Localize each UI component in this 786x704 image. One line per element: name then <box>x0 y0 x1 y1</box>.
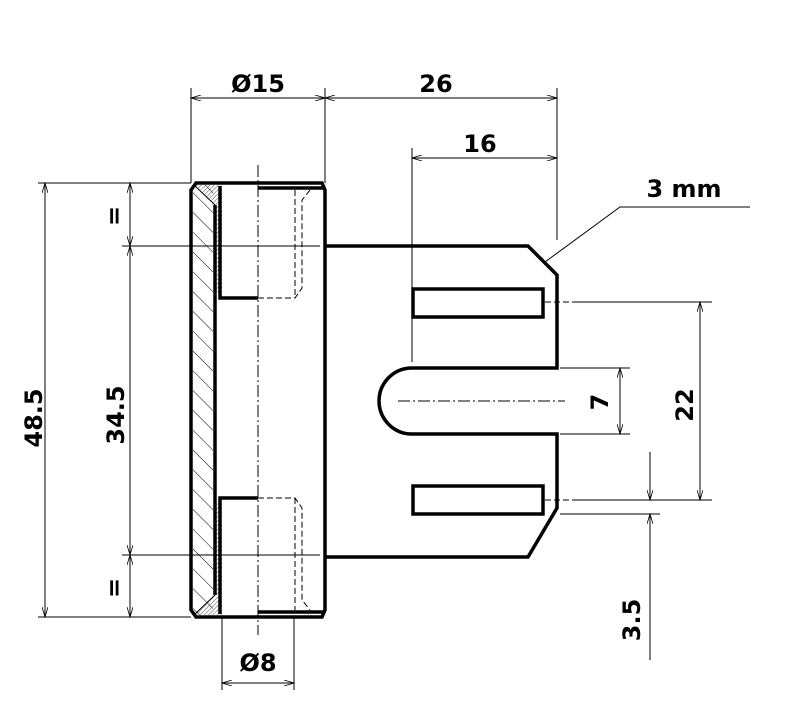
dim-total-height: 48.5 <box>20 388 48 447</box>
dim-inner-height: 34.5 <box>102 385 130 444</box>
dim-slot-width: 7 <box>586 394 614 411</box>
lower-slot <box>411 484 545 516</box>
upper-slot <box>411 287 545 319</box>
dim-plate-length: 26 <box>419 70 452 98</box>
dim-outer-diameter: Ø15 <box>231 70 285 98</box>
dim-slot-length: 16 <box>463 130 496 158</box>
dim-pin-diameter: Ø8 <box>239 649 276 677</box>
dim-equal-bottom: = <box>100 578 128 598</box>
dim-slot-spacing: 22 <box>671 388 699 421</box>
hinge-tube <box>189 165 327 635</box>
hinge-plate <box>325 244 575 559</box>
dim-equal-top: = <box>100 206 128 226</box>
dimension-lines <box>38 88 750 690</box>
dim-thickness: 3 mm <box>646 175 721 203</box>
dim-edge-offset: 3.5 <box>618 599 646 642</box>
